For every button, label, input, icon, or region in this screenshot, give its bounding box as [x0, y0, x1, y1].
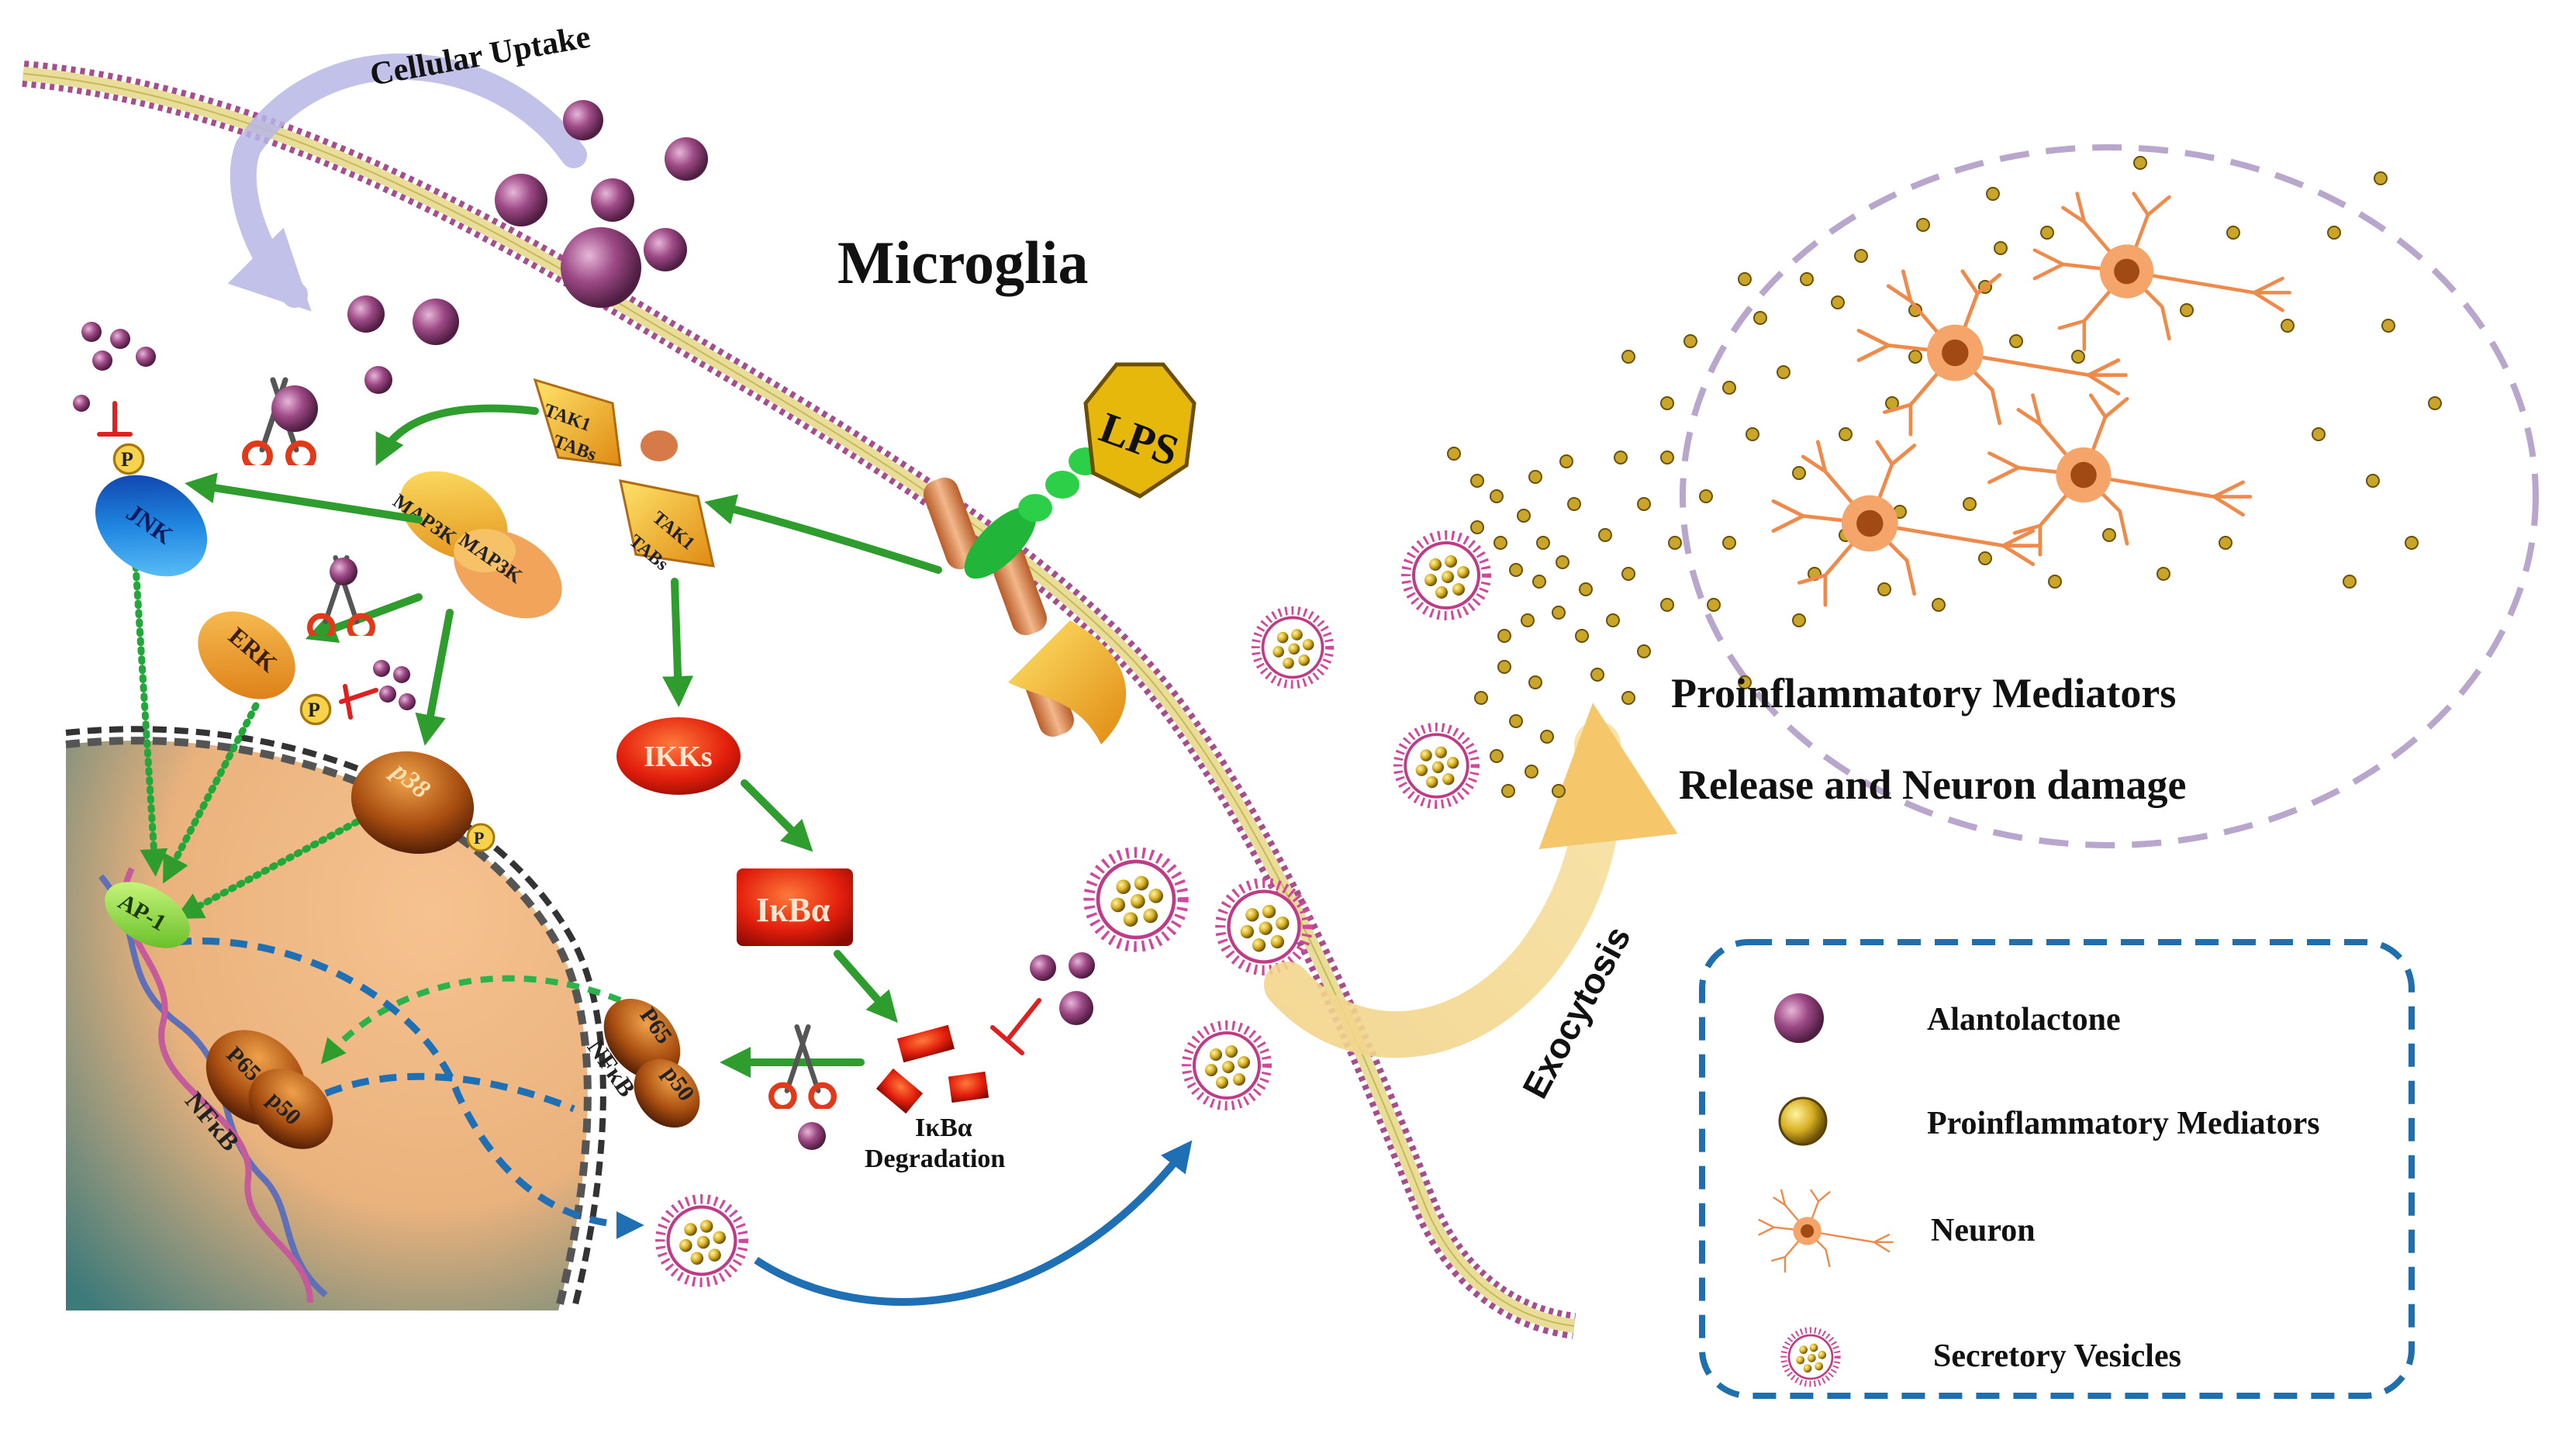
legend-label-alantolactone: Alantolactone: [1927, 1002, 2121, 1038]
secretory-vesicle-icon: [1255, 610, 1329, 684]
release-text-line1: Proinflammatory Mediators: [1671, 670, 2176, 716]
transcription-arrows: [174, 937, 644, 1239]
ikks-complex: [616, 717, 741, 795]
secretory-vesicle-icon: [1406, 535, 1487, 616]
phospho-label-erk: P: [308, 699, 320, 721]
secretory-vesicle-icon: [1398, 727, 1476, 805]
scissors-icon: [772, 1027, 834, 1108]
ap1-factor: [105, 882, 190, 948]
jnk-kinase: [95, 475, 208, 577]
dashed-nfkb-arrow: [320, 975, 622, 1065]
exocytosis-arrow: [1264, 703, 1678, 1058]
alantolactone-extracellular-cluster: [347, 100, 708, 394]
secretory-vesicle-icon: [1186, 1025, 1267, 1106]
erk-kinase: [198, 611, 295, 699]
ikba-label: IκBα: [756, 891, 830, 929]
secretory-vesicle-icon: [660, 1199, 743, 1282]
nfkb-cytoplasmic: [603, 999, 700, 1128]
release-text-line2: Release and Neuron damage: [1679, 761, 2187, 808]
cell-membrane: [22, 60, 1576, 1339]
legend-label-mediators: Proinflammatory Mediators: [1927, 1106, 2320, 1141]
nfkb-nuclear: [205, 1030, 333, 1149]
nucleus: [65, 726, 606, 1312]
released-mediators: [1447, 156, 2442, 798]
neuron-icon: [1989, 395, 2250, 555]
alantolactone-icon: [1774, 993, 1824, 1043]
extracellular-space: [1680, 144, 2539, 848]
neuron-icon: [2035, 194, 2290, 350]
alantolactone-intracellular: [73, 322, 1095, 1150]
secretory-vesicle-icon: [1089, 852, 1183, 946]
phospho-label-jnk: P: [121, 448, 133, 471]
ikba-degradation-fragments: [875, 1024, 989, 1114]
tlr4-receptor: [923, 425, 1127, 744]
inhibition-lines: [97, 401, 1041, 1055]
cell-title: Microglia: [837, 229, 1088, 296]
ikba-protein: [737, 868, 853, 946]
ikba-degradation-label-2: Degradation: [865, 1145, 1005, 1173]
tak1-tab-complex-upper: [533, 378, 678, 467]
ikks-label: IKKs: [644, 741, 713, 773]
neuron-icon: [1859, 271, 2125, 434]
legend: [1699, 939, 2415, 1399]
dotted-activation-arrows: [132, 562, 361, 920]
neuron-icon: [1773, 442, 2040, 605]
lps-molecule: [1083, 362, 1196, 499]
mediator-icon: [1778, 1096, 1828, 1146]
vesicle-transport-arrow: [754, 1140, 1193, 1306]
p38-kinase: [350, 751, 475, 855]
legend-label-neuron: Neuron: [1931, 1213, 2036, 1248]
ikba-degradation-label-1: IκBα: [915, 1114, 972, 1142]
cellular-uptake-arrow: [227, 54, 587, 312]
legend-label-vesicles: Secretory Vesicles: [1933, 1338, 2181, 1374]
tak1-tab-complex-lower: [619, 479, 715, 568]
map3k-complex: [399, 471, 562, 619]
phospho-label-p38: P: [474, 828, 484, 848]
neurons: [1773, 194, 2290, 606]
